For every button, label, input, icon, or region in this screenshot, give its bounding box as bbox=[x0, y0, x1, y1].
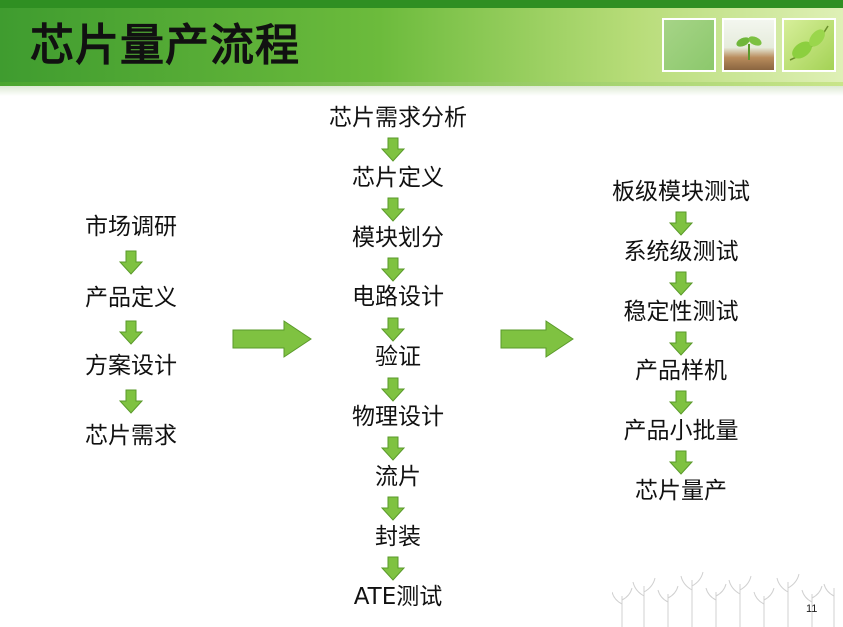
middle-step-7: 流片 bbox=[375, 464, 421, 490]
down-arrow-icon bbox=[381, 496, 405, 521]
down-arrow-icon bbox=[381, 137, 405, 162]
down-arrow-icon bbox=[669, 390, 693, 415]
right-arrow-icon bbox=[500, 320, 574, 358]
header-underline bbox=[0, 82, 843, 86]
left-step-4: 芯片需求 bbox=[85, 423, 177, 449]
header-shadow bbox=[0, 86, 843, 96]
left-step-3: 方案设计 bbox=[85, 353, 177, 379]
down-arrow-icon bbox=[669, 271, 693, 296]
down-arrow-icon bbox=[381, 317, 405, 342]
right-step-1: 板级模块测试 bbox=[612, 179, 750, 205]
grass-decoration bbox=[612, 571, 835, 627]
slide-header: 芯片量产流程 bbox=[0, 0, 843, 100]
right-step-6: 芯片量产 bbox=[635, 478, 727, 504]
header-thumbnail-sprout bbox=[722, 18, 776, 72]
middle-step-9: ATE测试 bbox=[353, 584, 443, 610]
header-top-bar bbox=[0, 0, 843, 8]
down-arrow-icon bbox=[669, 450, 693, 475]
right-arrow-icon bbox=[232, 320, 312, 358]
page-number: 11 bbox=[806, 603, 818, 615]
right-step-2: 系统级测试 bbox=[623, 239, 739, 265]
middle-step-8: 封装 bbox=[375, 524, 421, 550]
down-arrow-icon bbox=[381, 257, 405, 282]
right-step-3: 稳定性测试 bbox=[623, 299, 739, 325]
middle-step-1: 芯片需求分析 bbox=[329, 105, 467, 131]
middle-step-2: 芯片定义 bbox=[352, 165, 444, 191]
header-thumbnail-leaves bbox=[782, 18, 836, 72]
down-arrow-icon bbox=[381, 377, 405, 402]
sprout-icon bbox=[736, 36, 762, 60]
middle-step-4: 电路设计 bbox=[352, 284, 444, 310]
down-arrow-icon bbox=[381, 556, 405, 581]
leaves-icon bbox=[789, 25, 829, 61]
left-step-2: 产品定义 bbox=[85, 285, 177, 311]
page-title: 芯片量产流程 bbox=[30, 20, 300, 71]
right-step-5: 产品小批量 bbox=[623, 418, 739, 444]
down-arrow-icon bbox=[669, 331, 693, 356]
down-arrow-icon bbox=[119, 250, 143, 275]
middle-step-3: 模块划分 bbox=[352, 225, 444, 251]
left-step-1: 市场调研 bbox=[85, 214, 177, 240]
header-thumbnail-plain bbox=[662, 18, 716, 72]
down-arrow-icon bbox=[669, 211, 693, 236]
down-arrow-icon bbox=[119, 389, 143, 414]
down-arrow-icon bbox=[381, 197, 405, 222]
down-arrow-icon bbox=[381, 436, 405, 461]
down-arrow-icon bbox=[119, 320, 143, 345]
middle-step-5: 验证 bbox=[375, 344, 421, 370]
right-step-4: 产品样机 bbox=[635, 358, 727, 384]
middle-step-6: 物理设计 bbox=[352, 404, 444, 430]
